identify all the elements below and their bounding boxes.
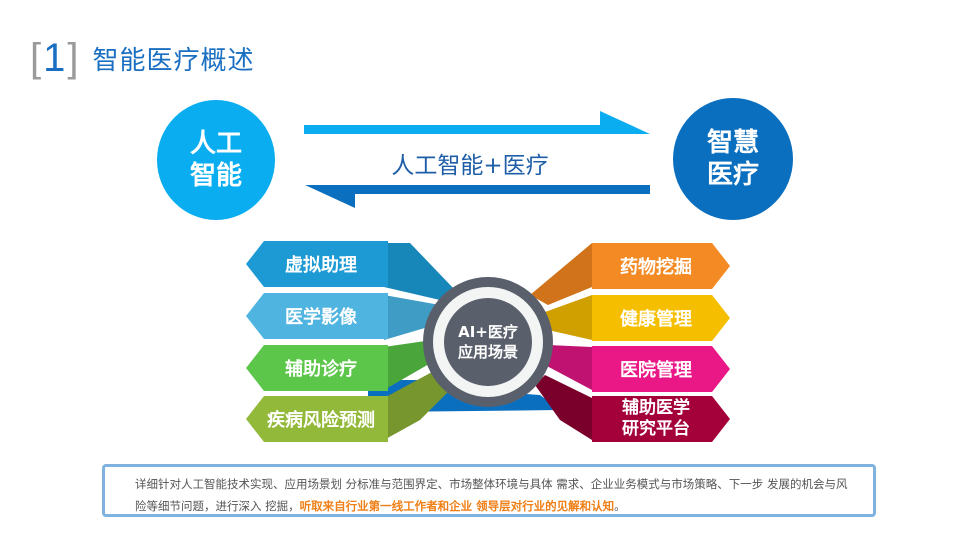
tab-virtual-assistant: 虚拟助理: [246, 241, 388, 287]
bidirectional-arrows-icon: [304, 111, 650, 208]
tab-medical-research-platform: 辅助医学 研究平台: [592, 396, 730, 442]
tab-medical-imaging: 医学影像: [246, 293, 388, 339]
description-end: 。: [614, 499, 626, 513]
ai-circle-line2: 智能: [189, 161, 242, 191]
smart-medical-line1: 智慧: [706, 128, 759, 158]
tab-disease-risk-prediction: 疾病风险预测: [246, 396, 388, 442]
hub-line1: AI+医疗: [458, 323, 518, 341]
smart-medical-line2: 医疗: [706, 160, 759, 190]
tab-health-management: 健康管理: [592, 295, 730, 341]
tab-label-line2: 研究平台: [622, 419, 690, 439]
tab-label: 医院管理: [620, 360, 692, 381]
tab-assisted-diagnosis: 辅助诊疗: [246, 345, 388, 391]
description-text: 详细针对人工智能技术实现、应用场景划 分标准与范围界定、市场整体环境与具体 需求…: [135, 477, 848, 513]
tab-label: 药物挖掘: [620, 257, 692, 278]
ai-medical-scenarios-hub: AI+医疗 应用场景: [444, 298, 532, 386]
bracket-left: [: [30, 36, 42, 80]
smart-medical-circle: 智慧 医疗: [673, 98, 793, 220]
section-header: [ 1 ] 智能医疗概述: [30, 36, 255, 80]
tab-label: 辅助诊疗: [285, 359, 357, 380]
description-box: 详细针对人工智能技术实现、应用场景划 分标准与范围界定、市场整体环境与具体 需求…: [102, 464, 876, 517]
ai-circle: 人工 智能: [157, 100, 275, 220]
bracket-right: ]: [67, 36, 79, 80]
page-title: 智能医疗概述: [92, 45, 255, 76]
tab-label: 疾病风险预测: [267, 410, 375, 431]
tab-label: 虚拟助理: [285, 255, 357, 276]
section-number: 1: [43, 36, 66, 80]
tab-label: 医学影像: [285, 307, 357, 328]
tab-drug-mining: 药物挖掘: [592, 243, 730, 289]
tab-label-line1: 辅助医学: [622, 398, 690, 418]
ai-plus-medical-label: 人工智能+医疗: [391, 153, 549, 179]
tab-label: 健康管理: [620, 309, 692, 330]
ai-circle-line1: 人工: [189, 129, 242, 159]
tab-hospital-management: 医院管理: [592, 346, 730, 392]
hub-line2: 应用场景: [457, 343, 518, 361]
description-highlight: 听取来自行业第一线工作者和企业 领导层对行业的见解和认知: [299, 499, 615, 513]
